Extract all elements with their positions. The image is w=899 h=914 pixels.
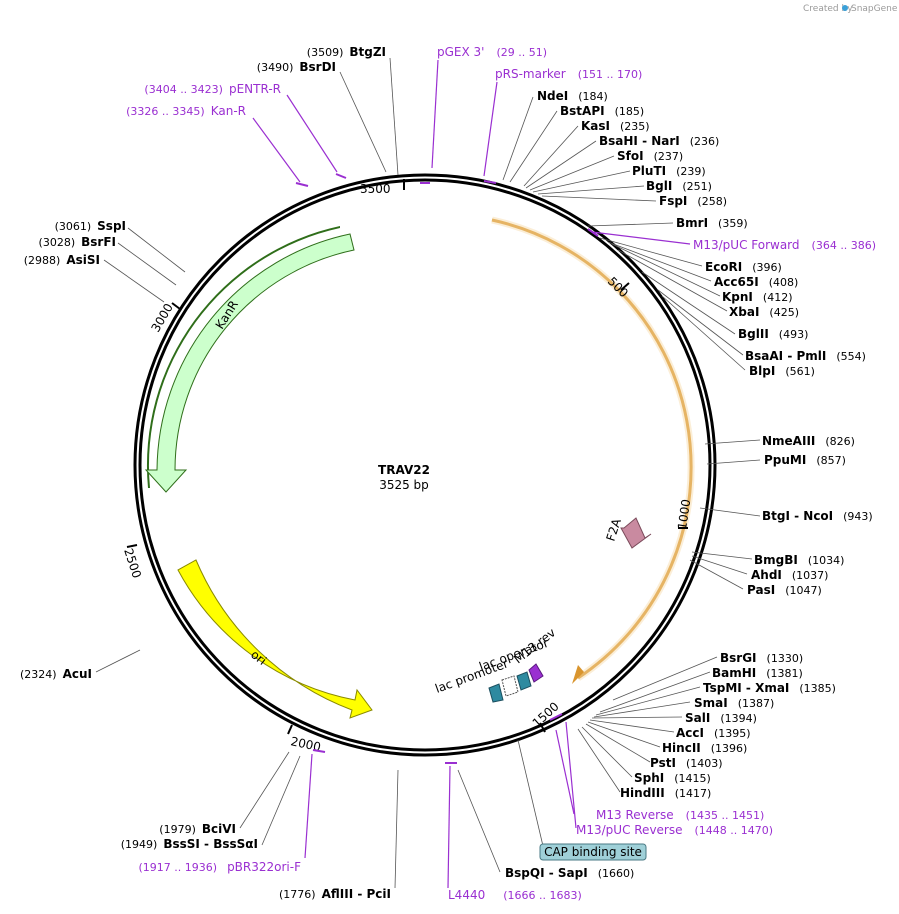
lac-region: lac operator lac promoter M13 rev [433,625,558,703]
site-bsrfi: (3028)BsrFI [39,235,116,249]
site-right-item: KasI(235) [581,119,650,133]
insert-feature-arc-glow [491,216,695,681]
leader-lines-left [95,57,399,889]
site-right-item: HincII(1396) [662,741,747,755]
backbone-inner-ring [138,178,712,752]
site-right-item: SalI(1394) [685,711,757,725]
primer-labels: pGEX 3'(29 .. 51) pRS-marker(151 .. 170)… [126,45,876,902]
f2a-label: F2A [604,516,625,543]
primer-m13-puc-reverse: M13/pUC Reverse(1448 .. 1470) [576,823,773,837]
site-right-item: FspI(258) [659,194,727,208]
site-right-item: PasI(1047) [747,583,822,597]
promoter-box-2 [516,671,532,691]
site-bcivi: (1979)BciVI [159,822,236,836]
f2a-arrow [620,517,652,549]
ori-feature: ori [177,559,373,719]
site-right-item: NdeI(184) [537,89,608,103]
leader-lines-right [457,96,761,873]
site-acui: (2324)AcuI [20,667,92,681]
site-bsrdi: (3490)BsrDI [257,60,336,74]
site-right-item: SfoI(237) [617,149,683,163]
backbone-outer-ring [133,173,717,757]
site-asisi: (2988)AsiSI [24,253,100,267]
site-right-item: TspMI - XmaI(1385) [703,681,836,695]
lac-promoter-shape [488,683,504,703]
site-right-item: AhdI(1037) [751,568,828,582]
site-right-item: BsrGI(1330) [720,651,803,665]
primer-m13-reverse: M13 Reverse(1435 .. 1451) [596,808,764,822]
primer-m13-puc-forward: M13/pUC Forward(364 .. 386) [693,238,876,252]
primer-pentr-r: (3404 .. 3423)pENTR-R [144,82,281,96]
site-afliii-pcii: (1776)AflIII - PciI [279,887,391,901]
ori-arrow [177,559,373,719]
tick-2500: 2500 [121,547,144,580]
site-right-item: BspQI - SapI(1660) [505,866,634,880]
primer-pbr322ori-f: (1917 .. 1936)pBR322ori-F [139,860,302,874]
site-right-item: SmaI(1387) [694,696,774,710]
site-right-item: KpnI(412) [722,290,793,304]
tick-1500: 1500 [530,699,562,730]
site-right-item: NmeAIII(826) [762,434,855,448]
site-right-item: BlpI(561) [749,364,815,378]
primer-kan-r: (3326 .. 3345)Kan-R [126,104,246,118]
f2a-feature: F2A [604,516,652,549]
site-right-item: PpuMI(857) [764,453,846,467]
snapgene-logo-icon [842,5,848,11]
kanr-arrow [144,233,355,493]
cap-binding-site-label: CAP binding site [544,845,642,859]
tick-3500: 3500 [360,182,391,196]
site-right-item: EcoRI(396) [705,260,782,274]
lac-operator-shape [501,675,519,697]
site-right-item: BmgBI(1034) [754,553,844,567]
site-right-item: PluTI(239) [632,164,706,178]
site-btgzi: (3509)BtgZI [307,45,386,59]
cap-binding-site: CAP binding site [539,843,647,861]
insert-arrowhead [572,665,584,684]
plasmid-length: 3525 bp [379,478,429,492]
site-right-item: SphI(1415) [634,771,711,785]
site-right-item: BglI(251) [646,179,712,193]
snapgene-brand: SnapGene [851,4,898,14]
tick-1000: 1000 [675,498,693,530]
site-right-item: Acc65I(408) [714,275,798,289]
primer-prs-marker: pRS-marker(151 .. 170) [495,67,642,81]
m13-rev-arrow [528,663,544,683]
site-right-item: BamHI(1381) [712,666,803,680]
site-right-item: BsaAI - PmlI(554) [745,349,866,363]
primer-pgex3: pGEX 3'(29 .. 51) [437,45,547,59]
site-right-item: BtgI - NcoI(943) [762,509,873,523]
site-right-item: BglII(493) [738,327,808,341]
site-right-item: XbaI(425) [729,305,799,319]
snapgene-credit: Created by SnapGene [803,4,898,14]
cap-binding-site-box [539,843,647,861]
primer-l4440: L4440(1666 .. 1683) [448,888,582,902]
tick-3000: 3000 [148,301,175,334]
site-right-item: BsaHI - NarI(236) [599,134,719,148]
primer-markers [252,59,691,889]
ruler-ticks [126,179,688,735]
plasmid-name: TRAV22 [378,463,430,477]
site-sspi: (3061)SspI [55,219,126,233]
site-right-item: HindIII(1417) [620,786,711,800]
site-right-item: BstAPI(185) [560,104,644,118]
sites-left: (3509)BtgZI (3490)BsrDI (3061)SspI (3028… [20,45,391,901]
insert-feature-arc [491,218,693,680]
site-right-item: AccI(1395) [676,726,751,740]
site-right-item: BmrI(359) [676,216,748,230]
sites-right: NdeI(184)BstAPI(185)KasI(235)BsaHI - Nar… [505,89,873,880]
site-bsssi: (1949)BssSI - BssSαI [121,837,258,851]
svg-text:Created by: Created by [803,4,853,14]
site-right-item: PstI(1403) [650,756,723,770]
